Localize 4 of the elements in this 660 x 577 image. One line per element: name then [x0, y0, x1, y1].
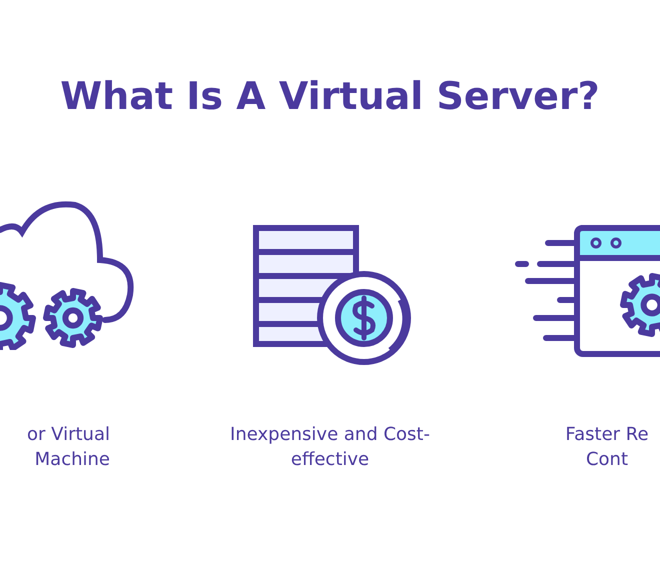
caption: Inexpensive and Cost-effective: [229, 423, 431, 472]
caption: Faster Re Cont: [564, 423, 650, 472]
caption: or Virtual Machine: [26, 423, 110, 472]
title: What Is A Virtual Server?: [59, 74, 601, 118]
